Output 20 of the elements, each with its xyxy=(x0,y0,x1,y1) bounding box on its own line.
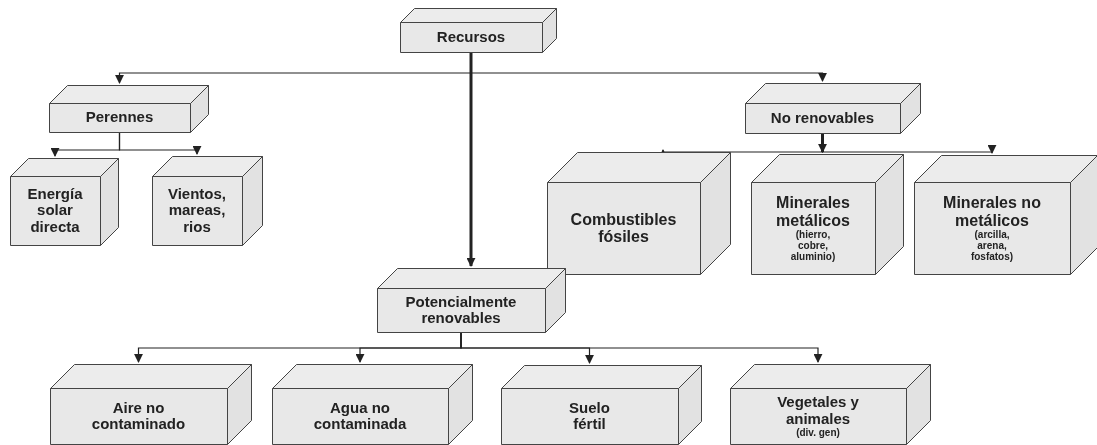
box-note: (arcilla, arena, fosfatos) xyxy=(969,228,1015,262)
box-title: Potencialmente renovables xyxy=(404,293,518,327)
box-title: Combustibles fósiles xyxy=(569,210,678,246)
box-title: Minerales no metálicos xyxy=(942,194,1042,229)
box-title: Aire no contaminado xyxy=(90,399,187,433)
arrow xyxy=(118,131,202,155)
box-title: Vientos, mareas, rios xyxy=(166,186,228,235)
box-title: Vegetales y animales xyxy=(776,394,860,427)
box-title: No renovables xyxy=(770,109,875,127)
box-title: Energía solar directa xyxy=(26,186,84,235)
box-title: Perennes xyxy=(85,109,154,126)
box-note: (div. gen) xyxy=(796,426,840,438)
arrow xyxy=(460,331,823,363)
box-title: Agua no contaminada xyxy=(312,399,408,433)
arrow xyxy=(466,52,476,267)
box-title: Recursos xyxy=(436,28,506,46)
box-note: (hierro, cobre, aluminio) xyxy=(789,228,837,262)
arrow xyxy=(818,133,827,153)
box-title: Minerales metálicos xyxy=(775,194,851,229)
box-title: Suelo fértil xyxy=(568,399,611,433)
